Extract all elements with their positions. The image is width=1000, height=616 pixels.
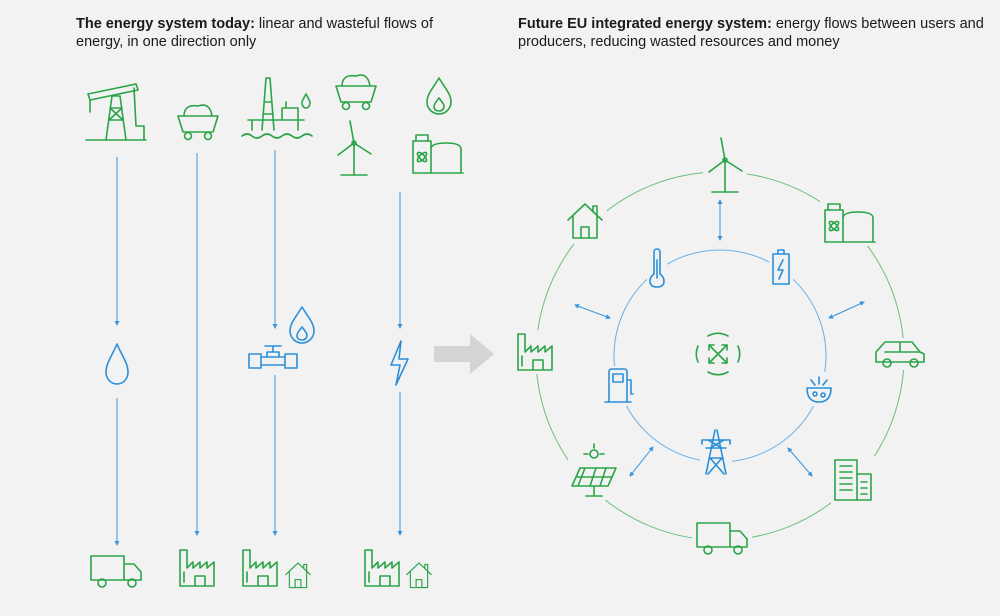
oil-rig-icon xyxy=(241,77,313,139)
pylon-icon xyxy=(700,426,732,476)
factory-icon xyxy=(179,549,215,587)
exchange-arrows xyxy=(574,199,865,477)
factory-icon xyxy=(364,549,400,587)
oil-drop-icon xyxy=(105,343,129,385)
solar-panel-icon xyxy=(568,442,620,500)
gas-valve-icon xyxy=(248,345,298,369)
flame-icon xyxy=(426,77,452,115)
circular-flow-icon xyxy=(695,332,741,376)
bio-waste-icon xyxy=(803,372,835,406)
house-icon xyxy=(406,562,432,589)
right-heading-bold: Future EU integrated energy system: xyxy=(518,16,772,32)
wind-turbine-icon xyxy=(703,134,747,196)
right-heading: Future EU integrated energy system: ener… xyxy=(518,15,988,51)
office-building-icon xyxy=(831,456,875,504)
oil-pump-icon xyxy=(85,83,147,141)
battery-icon xyxy=(769,248,793,288)
truck-icon xyxy=(692,519,752,557)
transition-arrow xyxy=(434,334,494,374)
right-heading-text: energy flows between users and producers… xyxy=(518,16,984,50)
factory-icon xyxy=(242,549,278,587)
nuclear-plant-icon xyxy=(820,198,880,246)
left-heading-text: linear and wasteful flows of energy, in … xyxy=(76,16,434,50)
coal-cart-icon xyxy=(177,104,219,141)
left-heading-bold: The energy system today: xyxy=(76,16,255,32)
coal-cart-icon xyxy=(335,74,377,111)
left-flow-arrows xyxy=(114,150,403,546)
thermometer-icon xyxy=(647,246,667,290)
truck-icon xyxy=(90,555,142,588)
wind-turbine-icon xyxy=(337,120,372,176)
factory-icon xyxy=(513,330,557,374)
house-icon xyxy=(285,562,311,589)
flame-icon xyxy=(289,306,315,344)
nuclear-plant-icon xyxy=(412,134,464,174)
car-icon xyxy=(872,338,928,370)
lightning-icon xyxy=(390,340,409,386)
house-icon xyxy=(563,200,607,244)
charging-station-icon xyxy=(604,366,635,406)
left-heading: The energy system today: linear and wast… xyxy=(76,15,476,51)
